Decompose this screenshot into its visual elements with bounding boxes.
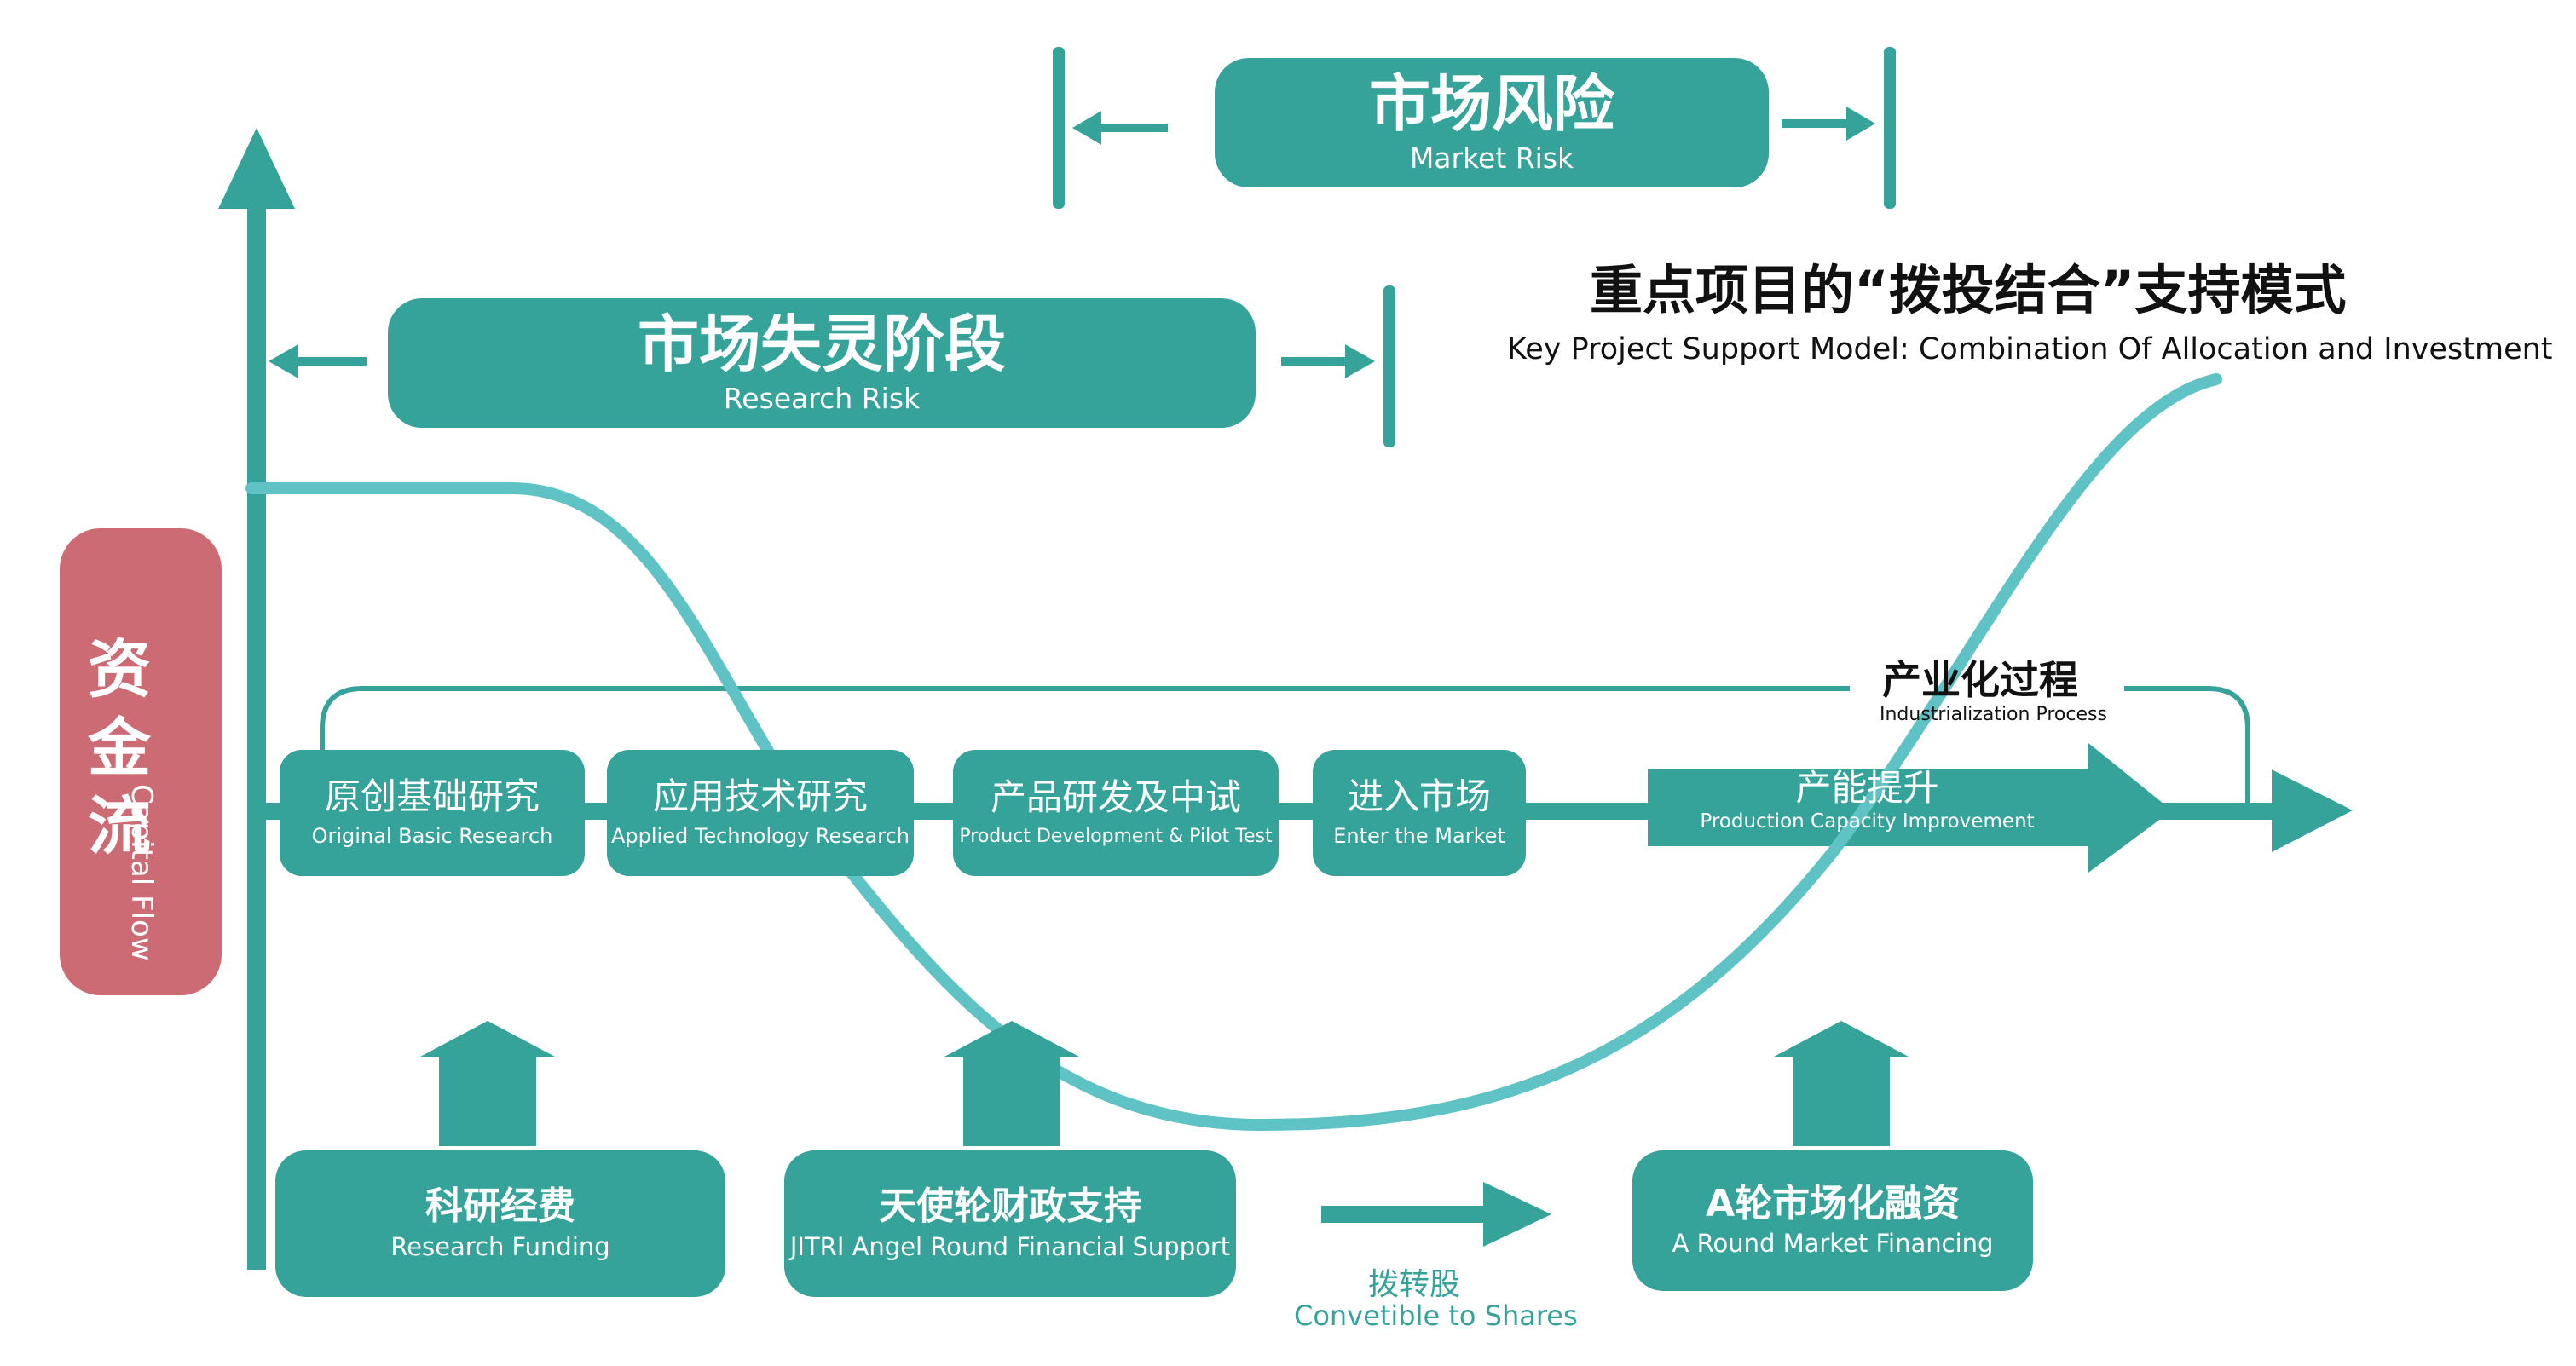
market-risk-right-bar [1884,47,1896,209]
stage-sublabel: Production Capacity Improvement [1700,810,2035,833]
research-risk-subtitle: Research Risk [723,381,921,415]
market-risk-title: 市场风险 [1368,68,1614,141]
stage-label: 应用技术研究 [652,775,868,818]
funding-sublabel: Research Funding [390,1231,610,1261]
stage-product-development: 产品研发及中试 Product Development & Pilot Test [953,750,1279,876]
stage-label: 产品研发及中试 [990,776,1241,819]
model-title-zh: 重点项目的“拨投结合”支持模式 [1590,259,2347,321]
up-arrow-research-funding [420,1021,555,1146]
stage-label: 进入市场 [1347,775,1491,818]
capital-axis [247,205,266,1270]
capital-axis-arrowhead [218,128,295,209]
up-arrow-angel-round [944,1021,1079,1146]
research-risk-title: 市场失灵阶段 [637,308,1006,381]
funding-label: 科研经费 [425,1184,575,1229]
stage-applied-technology-research: 应用技术研究 Applied Technology Research [607,750,914,876]
industrialization-bracket [320,686,2250,810]
research-risk-right-bar [1383,285,1395,447]
capital-flow-box: 资金流 Capital Flow [60,528,222,995]
market-risk-right-arrow [1782,107,1875,141]
process-arrowhead [2272,769,2353,852]
funding-curve [245,373,2222,1132]
stage-sublabel: Original Basic Research [311,824,553,849]
market-risk-left-bar [1053,47,1065,209]
stage-label: 原创基础研究 [324,775,540,818]
convertible-arrow [1321,1182,1551,1247]
funding-sublabel: A Round Market Financing [1672,1229,1994,1259]
research-risk-left-arrow [269,344,367,378]
research-risk-box: 市场失灵阶段 Research Risk [388,298,1256,428]
up-arrow-a-round [1774,1021,1909,1146]
conversion-label: 拨转股 [1368,1267,1461,1302]
funding-label: A轮市场化融资 [1705,1181,1961,1225]
market-risk-subtitle: Market Risk [1409,141,1574,175]
capital-flow-label: 资金流 [88,633,151,863]
stage-label: 产能提升 [1795,767,1939,809]
a-round-box: A轮市场化融资 A Round Market Financing [1632,1150,2033,1291]
stage-capacity-improvement: 产能提升 Production Capacity Improvement [1648,769,2087,846]
model-title-en: Key Project Support Model: Combination O… [1507,332,2553,366]
stage-original-basic-research: 原创基础研究 Original Basic Research [280,750,585,876]
funding-sublabel: JITRI Angel Round Financial Support [789,1231,1231,1261]
market-risk-left-arrow [1072,111,1168,145]
stage-enter-market: 进入市场 Enter the Market [1313,750,1526,876]
angel-round-box: 天使轮财政支持 JITRI Angel Round Financial Supp… [784,1150,1236,1297]
industrialization-label: 产业化过程 [1882,657,2078,703]
market-risk-box: 市场风险 Market Risk [1215,58,1769,187]
industrialization-sublabel: Industrialization Process [1880,704,2107,725]
stage-sublabel: Product Development & Pilot Test [959,826,1273,848]
capacity-big-arrow [1648,743,2172,873]
research-funding-box: 科研经费 Research Funding [275,1150,725,1297]
research-risk-right-arrow [1281,344,1375,378]
capital-flow-subtitle: Capital Flow [124,784,159,961]
funding-label: 天使轮财政支持 [879,1184,1141,1229]
stage-sublabel: Enter the Market [1333,824,1505,849]
stage-sublabel: Applied Technology Research [610,824,910,849]
conversion-sublabel: Convetible to Shares [1294,1300,1578,1332]
